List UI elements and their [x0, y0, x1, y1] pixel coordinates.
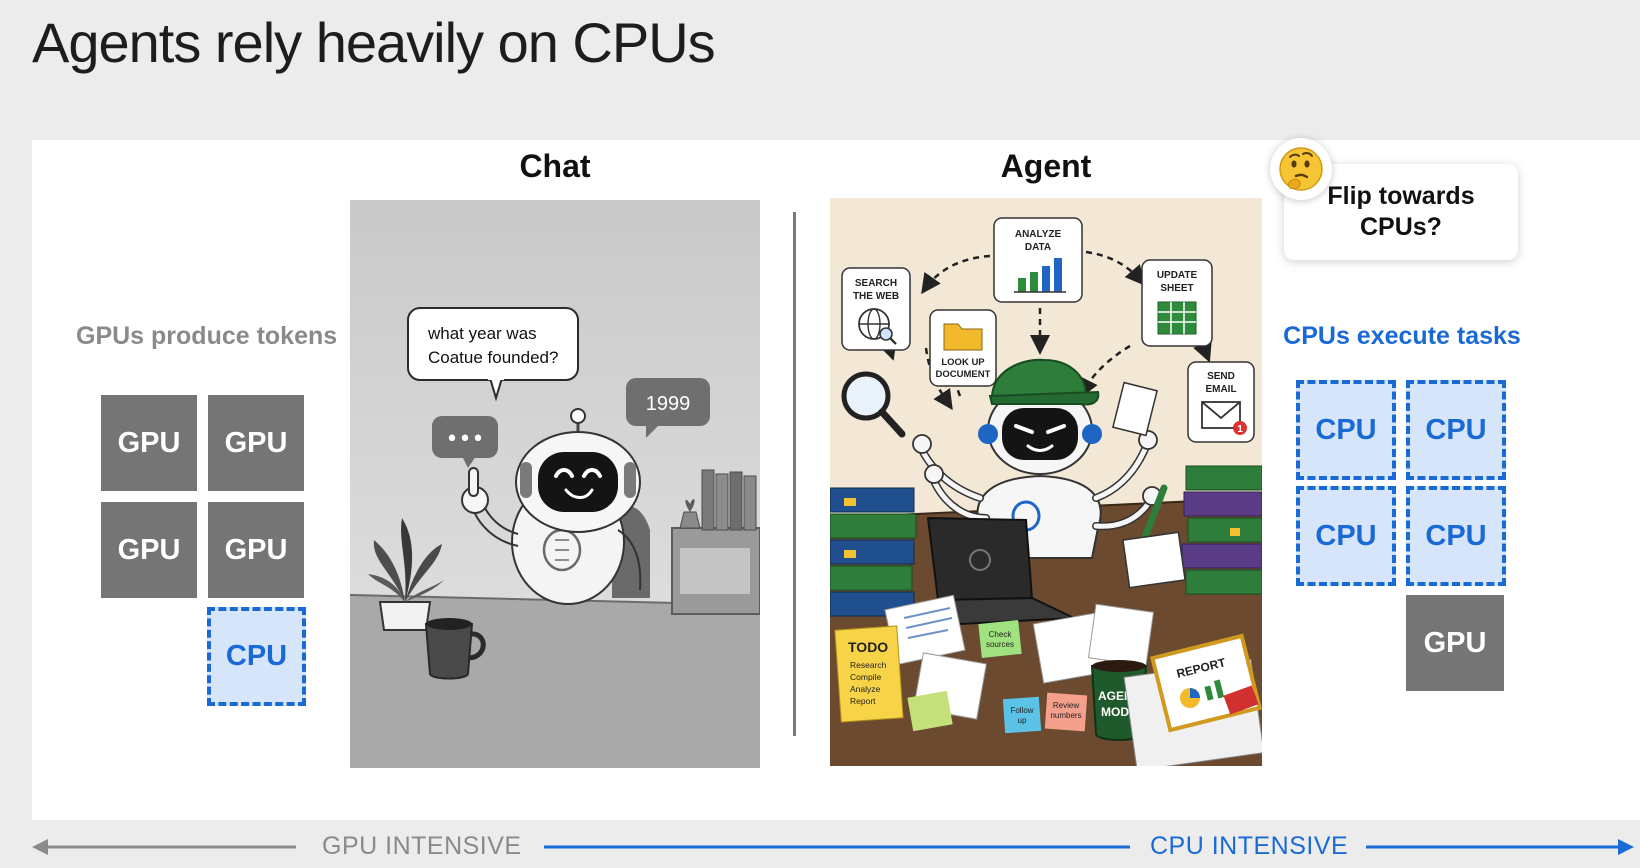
answer-text: 1999	[646, 393, 691, 415]
gpu-intensive-label: GPU INTENSIVE	[322, 832, 522, 860]
todo-item-3: Analyze	[850, 684, 881, 694]
right-gpu-chip: GPU	[1406, 595, 1504, 691]
todo-item-4: Report	[850, 696, 876, 706]
sticky-note-check-sources: Check sources	[978, 620, 1022, 658]
update-sheet-line-1: UPDATE	[1157, 270, 1198, 281]
update-sheet-line-2: SHEET	[1160, 283, 1193, 294]
cpus-execute-tasks-caption: CPUs execute tasks	[1283, 322, 1521, 350]
chatbot-robot-icon	[461, 408, 642, 605]
typing-bubble: •••	[432, 416, 498, 468]
analyze-data-line-2: DATA	[1025, 242, 1051, 253]
multi-armed-agent-robot-icon	[912, 358, 1162, 559]
report-card: REPORT	[1123, 633, 1262, 766]
review-numbers-line-2: numbers	[1050, 711, 1081, 720]
follow-up-line-1: Follow	[1010, 706, 1033, 715]
bookshelf-icon	[671, 469, 760, 615]
task-card-send-email: SEND EMAIL 1	[1187, 361, 1255, 443]
plant-icon	[368, 518, 444, 631]
task-card-search-web: SEARCH THE WEB	[841, 267, 911, 351]
typing-dots: •••	[446, 427, 485, 452]
email-badge-count: 1	[1237, 424, 1243, 435]
thinking-face-icon	[1270, 138, 1332, 200]
agent-heading: Agent	[1000, 148, 1092, 184]
left-arrowhead-icon	[32, 839, 48, 855]
cpu-intensive-label: CPU INTENSIVE	[1150, 832, 1349, 860]
right-cpu-chip-1: CPU	[1296, 380, 1396, 480]
chat-illustration: what year was Coatue founded? 1999 •••	[350, 200, 760, 768]
left-cpu-chip: CPU	[207, 607, 306, 706]
content-panel: GPUs produce tokens GPU GPU GPU GPU CPU …	[32, 138, 1640, 820]
coffee-mug-icon	[424, 618, 486, 680]
question-line-1: what year was	[427, 324, 537, 343]
column-divider	[793, 212, 796, 736]
right-arrowhead-icon	[1618, 839, 1634, 855]
binders-left-icon	[830, 487, 917, 617]
task-card-analyze-data: ANALYZE DATA	[993, 217, 1083, 303]
magnifier-icon	[841, 371, 906, 438]
chat-heading: Chat	[519, 148, 591, 184]
sticky-note-review-numbers: Review numbers	[1044, 692, 1088, 732]
task-card-look-up-document: LOOK UP DOCUMENT	[929, 309, 997, 387]
callout-line-2: CPUs?	[1360, 213, 1442, 241]
send-email-line-1: SEND	[1207, 371, 1235, 382]
binders-right-icon	[1181, 465, 1262, 595]
left-gpu-chip-3: GPU	[101, 502, 197, 598]
gpus-produce-tokens-caption: GPUs produce tokens	[76, 322, 338, 350]
analyze-data-line-1: ANALYZE	[1015, 229, 1062, 240]
todo-item-2: Compile	[850, 672, 881, 682]
right-cpu-chip-3: CPU	[1296, 486, 1396, 586]
callout-line-1: Flip towards	[1327, 182, 1475, 210]
look-up-document-line-1: LOOK UP	[941, 357, 985, 368]
bar-chart-icon	[1014, 258, 1066, 293]
send-email-line-2: EMAIL	[1205, 384, 1236, 395]
sticky-note-follow-up: Follow up	[1002, 696, 1042, 734]
todo-item-1: Research	[850, 660, 887, 670]
todo-note: TODO Research Compile Analyze Report	[834, 625, 904, 723]
look-up-document-line-2: DOCUMENT	[936, 369, 991, 380]
search-web-line-1: SEARCH	[855, 278, 897, 289]
agent-illustration: SEARCH THE WEB ANALYZE DATA	[830, 198, 1262, 766]
review-numbers-line-1: Review	[1053, 701, 1079, 710]
answer-bubble: 1999	[626, 378, 710, 438]
right-cpu-chip-4: CPU	[1406, 486, 1506, 586]
check-sources-line-1: Check	[989, 630, 1013, 639]
left-gpu-chip-2: GPU	[208, 395, 304, 491]
intensity-axis	[32, 839, 1634, 855]
question-line-2: Coatue founded?	[428, 348, 558, 367]
left-gpu-chip-4: GPU	[208, 502, 304, 598]
question-bubble: what year was Coatue founded?	[407, 307, 579, 402]
todo-title: TODO	[848, 639, 888, 655]
check-sources-line-2: sources	[986, 640, 1014, 649]
right-cpu-chip-2: CPU	[1406, 380, 1506, 480]
follow-up-line-2: up	[1018, 716, 1027, 725]
slide-title: Agents rely heavily on CPUs	[32, 11, 716, 74]
left-gpu-chip-1: GPU	[101, 395, 197, 491]
search-web-line-2: THE WEB	[853, 291, 899, 302]
task-card-update-sheet: UPDATE SHEET	[1141, 259, 1213, 347]
